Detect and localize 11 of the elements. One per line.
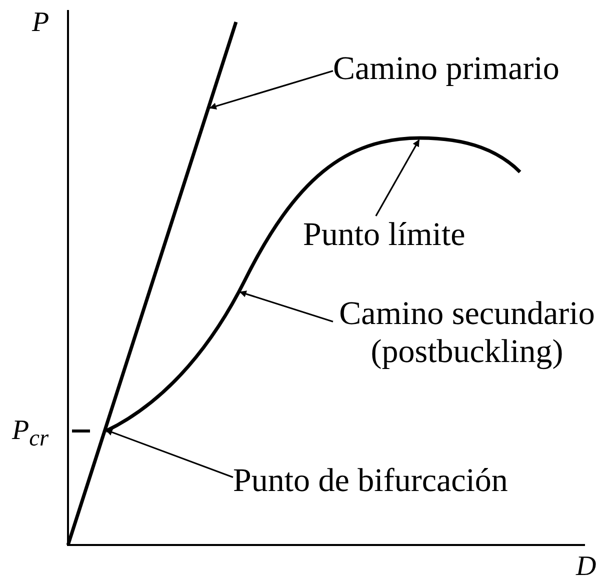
axis-label: P <box>32 8 50 38</box>
annotation-label: Camino secundario (postbuckling) <box>333 295 601 371</box>
leader-arrow <box>209 70 334 110</box>
axis-label: P$_{cr}$ <box>12 416 49 454</box>
leader-arrow <box>375 139 420 216</box>
annotation-label: Punto límite <box>303 216 466 254</box>
annotation-label: Camino primario <box>333 50 560 88</box>
leader-arrow <box>105 428 234 478</box>
leader-arrow <box>239 290 334 322</box>
axis-label: D <box>576 552 596 580</box>
annotation-label: Punto de bifurcación <box>233 462 508 500</box>
